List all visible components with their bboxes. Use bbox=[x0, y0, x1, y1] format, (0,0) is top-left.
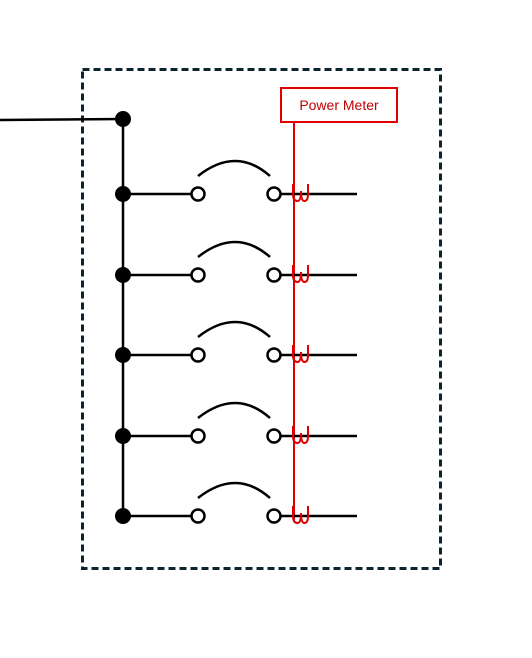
breaker-load-terminal bbox=[266, 508, 282, 524]
breaker-line-terminal bbox=[190, 186, 206, 202]
branch-circuits bbox=[115, 122, 357, 525]
breaker-line-terminal bbox=[190, 508, 206, 524]
enclosure-dashed-border bbox=[81, 68, 442, 570]
current-transformer-symbol bbox=[292, 506, 309, 525]
breaker-line-terminal bbox=[190, 267, 206, 283]
breaker-load-terminal bbox=[266, 428, 282, 444]
current-transformer-symbol bbox=[292, 345, 309, 364]
breaker-line-terminal bbox=[190, 347, 206, 363]
breaker-contact-arc bbox=[197, 401, 271, 419]
bus-junction-node bbox=[115, 508, 131, 524]
power-meter-box bbox=[280, 87, 398, 123]
incoming-feed-wire bbox=[0, 117, 124, 122]
current-transformer-symbol bbox=[292, 265, 309, 284]
bus-junction-node bbox=[115, 186, 131, 202]
power-meter-label: Power Meter bbox=[299, 97, 379, 113]
breaker-load-terminal bbox=[266, 186, 282, 202]
breaker-contact-arc bbox=[197, 320, 271, 338]
breaker-load-terminal bbox=[266, 347, 282, 363]
bus-junction-node bbox=[115, 428, 131, 444]
bus-junction-node bbox=[115, 267, 131, 283]
breaker-load-terminal bbox=[266, 267, 282, 283]
breaker-line-terminal bbox=[190, 428, 206, 444]
current-transformer-symbol bbox=[292, 184, 309, 203]
bus-junction-node bbox=[115, 347, 131, 363]
current-transformer-symbol bbox=[292, 426, 309, 445]
breaker-contact-arc bbox=[197, 240, 271, 258]
breaker-contact-arc bbox=[197, 159, 271, 177]
breaker-contact-arc bbox=[197, 481, 271, 499]
